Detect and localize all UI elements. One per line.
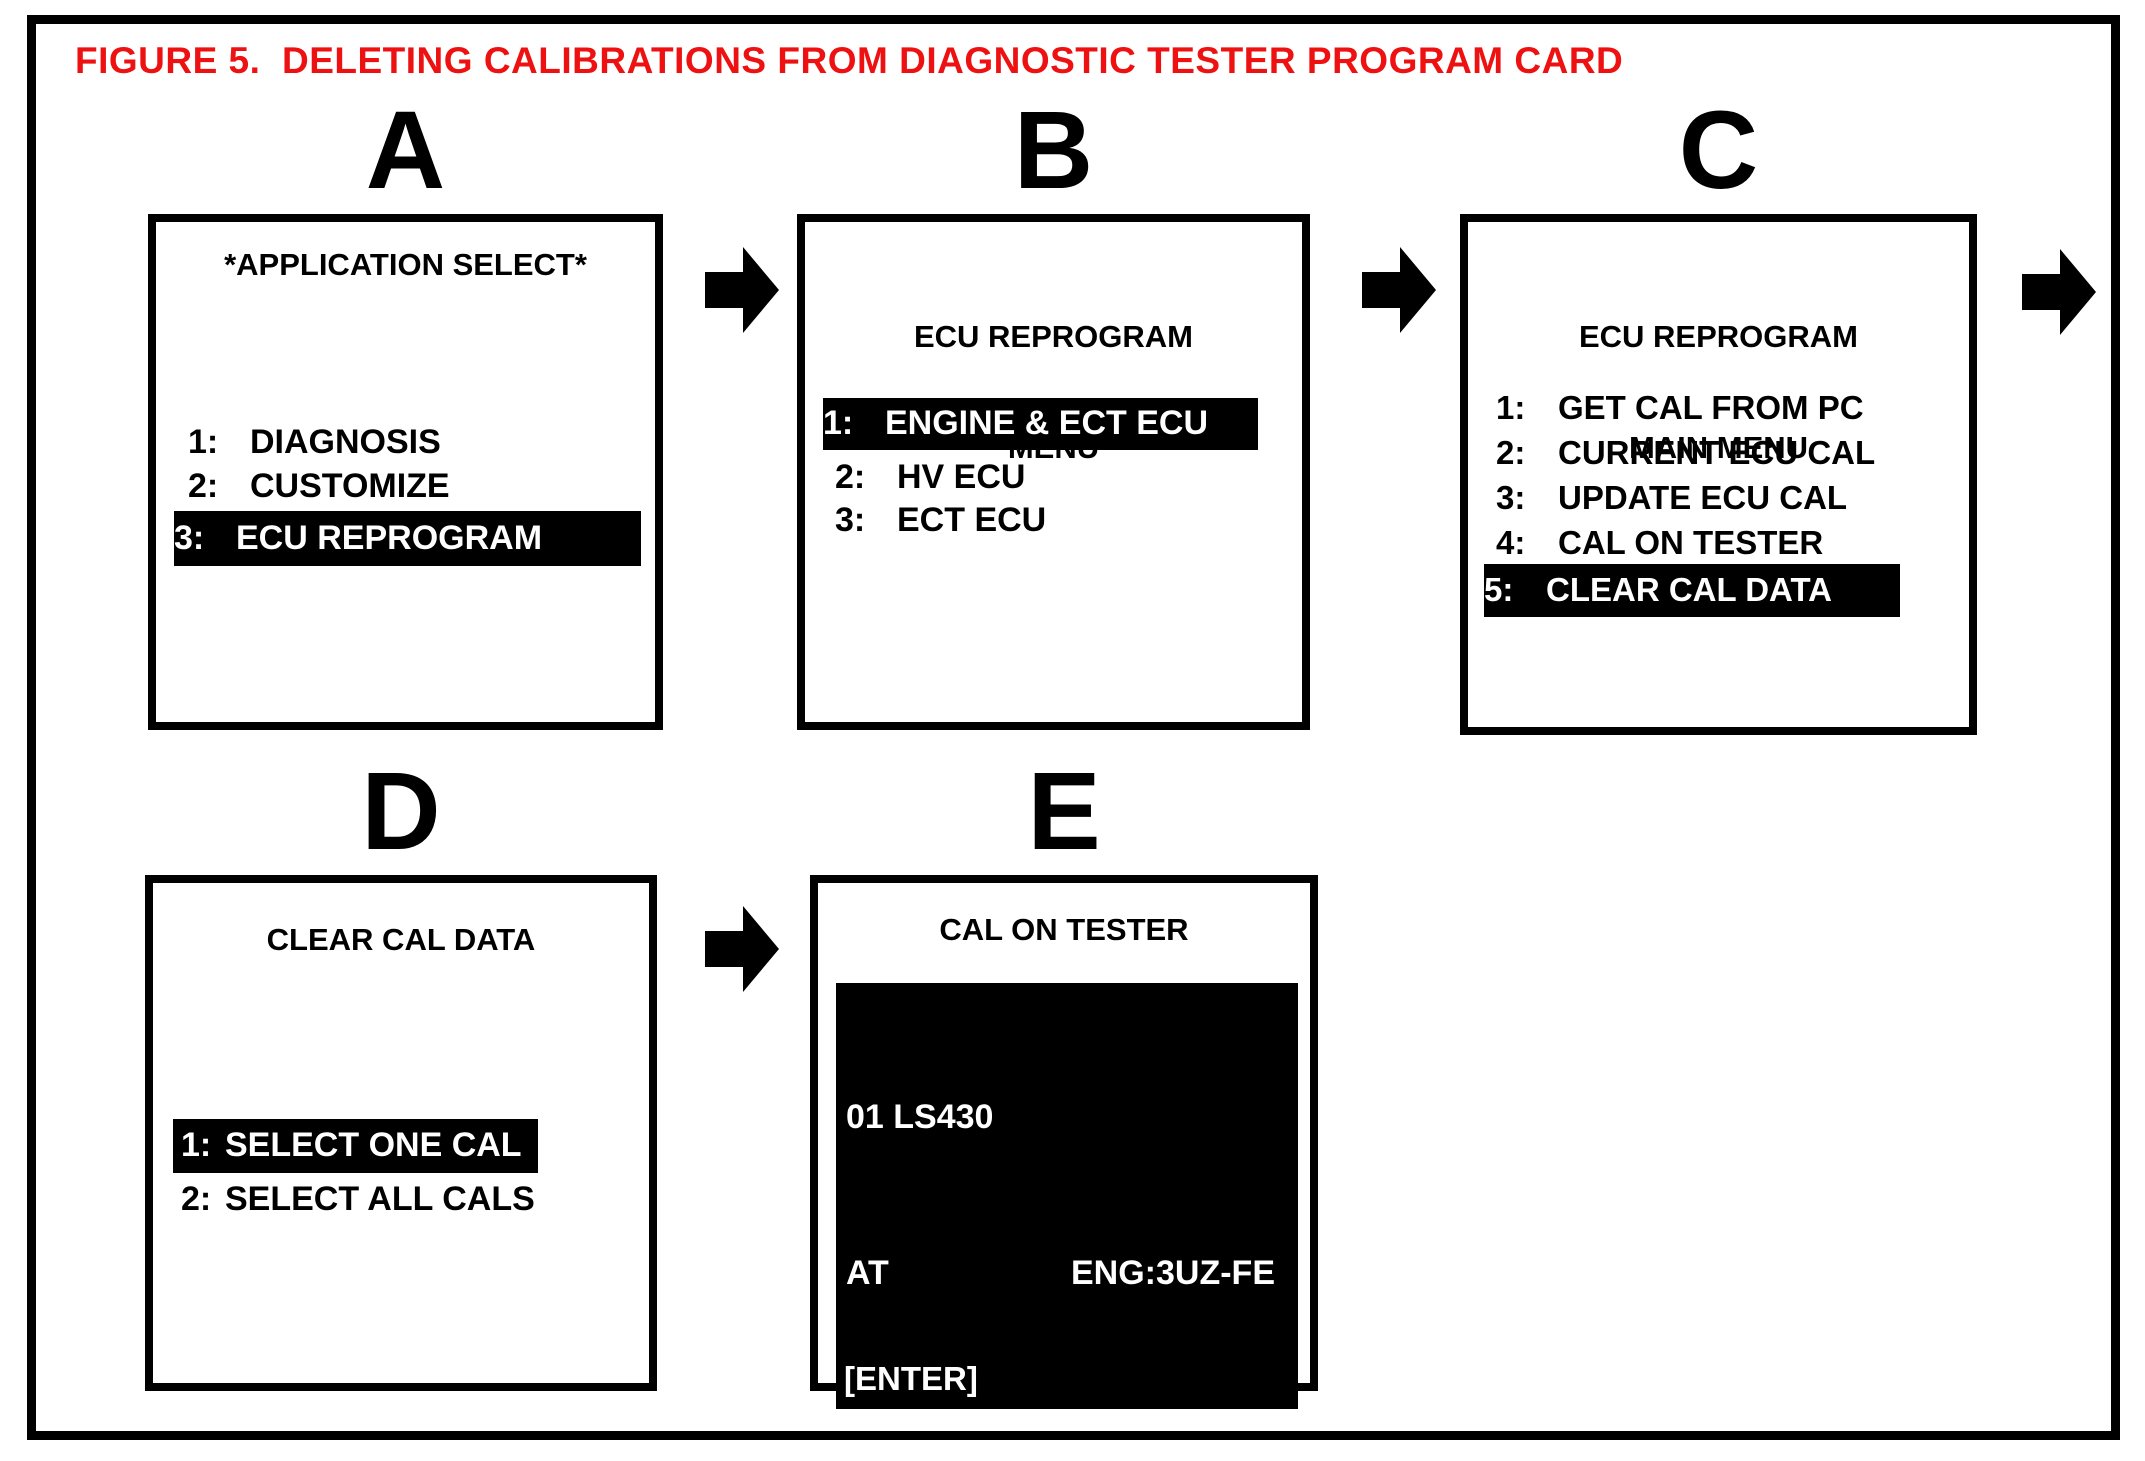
figure-title: FIGURE 5. DELETING CALIBRATIONS FROM DIA… — [75, 40, 1624, 81]
screen-e-title: CAL ON TESTER — [939, 912, 1189, 947]
cal-entry-ls430-selected: 01 LS430 AT ENG:3UZ-FE — [836, 983, 1298, 1409]
arrow-right-icon — [2022, 249, 2096, 335]
screen-cal-on-tester: CAL ON TESTER 01 LS430 AT ENG:3UZ-FE 01 … — [810, 875, 1318, 1409]
menu-item-ecu-reprogram-selected: 3: ECU REPROGRAM — [174, 511, 641, 566]
menu-item-hv-ecu: 2: HV ECU — [835, 458, 1026, 496]
menu-item-customize: 2: CUSTOMIZE — [188, 467, 450, 505]
enter-hint-line: [ENTER] TO SELECT — [836, 1357, 1180, 1402]
menu-item-ect-ecu: 3: ECT ECU — [835, 501, 1047, 539]
panel-label-d: D — [361, 750, 441, 873]
menu-item-current-ecu-cal: 2: CURRENT ECU CAL — [1496, 434, 1876, 471]
panel-label-b: B — [1013, 89, 1094, 212]
screen-c-menu: 1: GET CAL FROM PC 2: CURRENT ECU CAL 3:… — [1484, 385, 1955, 617]
cal-model: 01 LS430 — [846, 1098, 994, 1136]
arrow-right-icon — [705, 247, 779, 333]
cal-engine: ENG:3UZ-FE — [1071, 1254, 1275, 1292]
menu-item-diagnosis: 1: DIAGNOSIS — [188, 423, 441, 461]
panel-label-a: A — [365, 89, 446, 212]
screen-application-select: *APPLICATION SELECT* 1: DIAGNOSIS 2: CUS… — [148, 214, 663, 730]
screen-d-title: CLEAR CAL DATA — [266, 922, 536, 957]
screen-b-menu: 1: ENGINE & ECT ECU 2: HV ECU 3: ECT ECU — [823, 398, 1288, 542]
menu-item-engine-ect-ecu-selected: 1: ENGINE & ECT ECU — [823, 398, 1258, 450]
menu-item-update-ecu-cal: 3: UPDATE ECU CAL — [1496, 479, 1848, 516]
cal-transmission: AT — [846, 1254, 889, 1292]
screen-a-menu: 1: DIAGNOSIS 2: CUSTOMIZE 3: ECU REPROGR… — [174, 420, 641, 566]
calibration-list: 01 LS430 AT ENG:3UZ-FE 01 GS430 AT ENG:3… — [836, 983, 1298, 1461]
menu-item-select-one-cal-selected: 1: SELECT ONE CAL — [173, 1119, 538, 1173]
screen-ecu-reprogram-menu: ECU REPROGRAM MENU 1: ENGINE & ECT ECU 2… — [797, 214, 1310, 730]
menu-item-select-all-cals: 2: SELECT ALL CALS — [181, 1180, 535, 1218]
panel-label-e: E — [1027, 750, 1101, 873]
menu-item-get-cal-from-pc: 1: GET CAL FROM PC — [1496, 389, 1864, 426]
screen-ecu-reprogram-main-menu: ECU REPROGRAM MAIN MENU 1: GET CAL FROM … — [1460, 214, 1977, 735]
panel-label-c: C — [1678, 89, 1759, 212]
enter-key-label: [ENTER] — [836, 1357, 986, 1402]
screen-e-footer: [ENTER] TO SELECT [EXIT] TO RETURN — [836, 1269, 1180, 1461]
screen-d-menu: 1: SELECT ONE CAL 2: SELECT ALL CALS — [173, 1119, 635, 1221]
screen-a-title: *APPLICATION SELECT* — [224, 247, 587, 282]
arrow-right-icon — [1362, 247, 1436, 333]
arrow-right-icon — [705, 906, 779, 992]
screen-c-title: ECU REPROGRAM MAIN MENU — [1578, 319, 1858, 465]
menu-item-clear-cal-data-selected: 5: CLEAR CAL DATA — [1484, 564, 1900, 617]
screen-clear-cal-data: CLEAR CAL DATA 1: SELECT ONE CAL 2: SELE… — [145, 875, 657, 1391]
menu-item-cal-on-tester: 4: CAL ON TESTER — [1496, 524, 1824, 561]
